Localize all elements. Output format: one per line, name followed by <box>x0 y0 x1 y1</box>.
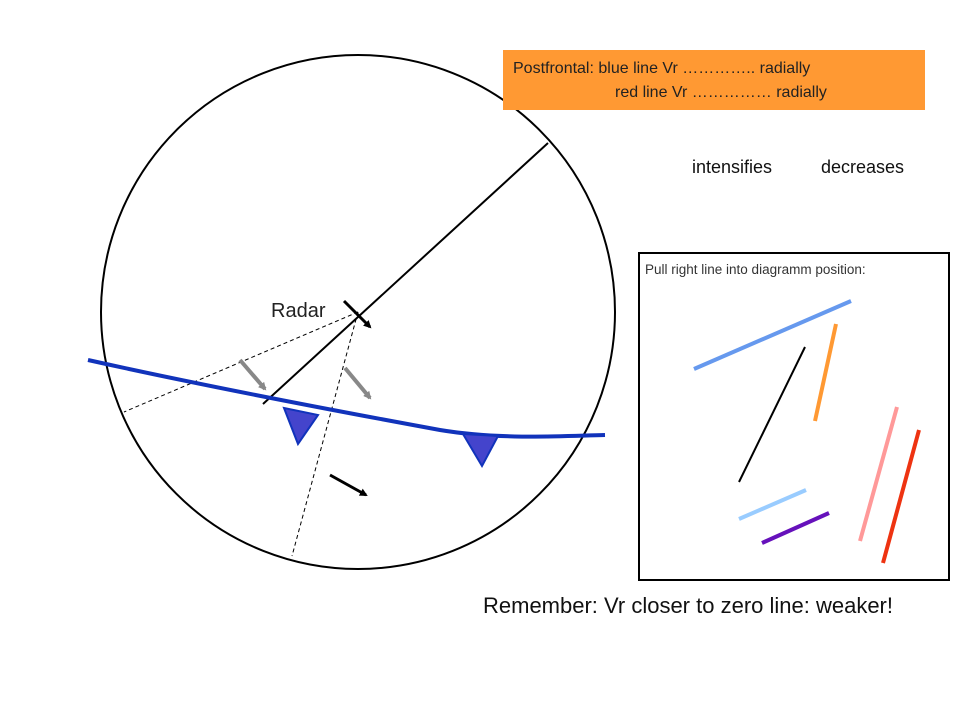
dashed-ray-bottom <box>291 311 359 557</box>
wind-arrow-gray-right <box>343 366 372 400</box>
candidate-line-blue[interactable] <box>693 299 852 371</box>
candidate-line-orange[interactable] <box>813 323 838 422</box>
radial-line <box>262 142 549 405</box>
option-decreases[interactable]: decreases <box>821 157 905 177</box>
radar-label: Radar <box>271 300 326 322</box>
candidate-line-pink[interactable] <box>858 406 899 542</box>
wind-arrow-black-top <box>342 299 372 329</box>
cold-front-line <box>87 358 606 439</box>
candidate-lines <box>693 299 921 564</box>
front-triangle-2 <box>461 432 500 469</box>
wind-arrow-black-bottom <box>329 473 368 497</box>
candidate-line-black[interactable] <box>738 346 806 483</box>
radar-range-circle <box>100 54 616 570</box>
question-line-blue: Postfrontal: blue line Vr ………….. radiall… <box>513 60 811 77</box>
reminder-note: Remember: Vr closer to zero line: weaker… <box>483 593 893 618</box>
candidate-line-light-blue[interactable] <box>738 488 807 521</box>
front-triangle-1 <box>282 406 320 447</box>
question-line-red: red line Vr …………… radially <box>615 84 827 101</box>
panel-title: Pull right line into diagramm position: <box>645 262 866 277</box>
question-box: Postfrontal: blue line Vr ………….. radiall… <box>503 50 925 110</box>
option-intensifies[interactable]: intensifies <box>692 157 773 177</box>
line-choice-panel: Pull right line into diagramm position: <box>638 252 950 581</box>
candidate-line-purple[interactable] <box>761 511 830 545</box>
candidate-line-red[interactable] <box>881 429 921 564</box>
wind-arrow-gray-left <box>238 358 267 391</box>
